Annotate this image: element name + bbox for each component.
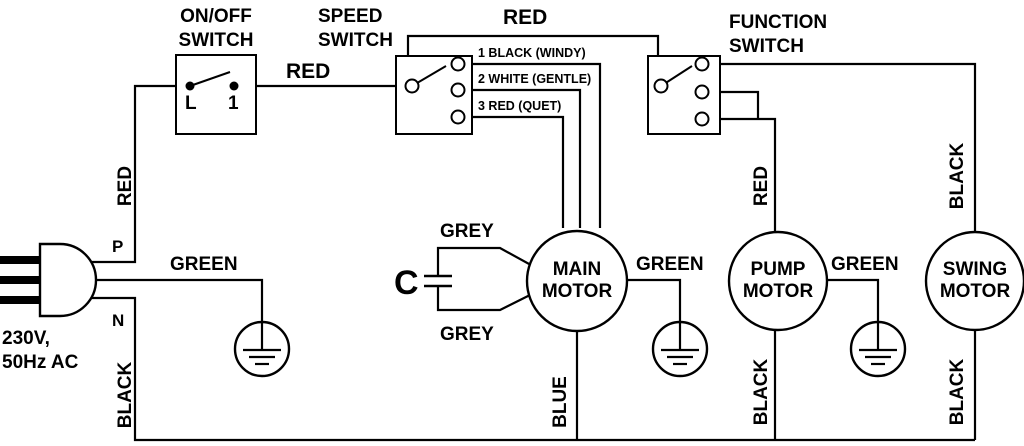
wire-label-black-swing-top: BLACK — [947, 142, 968, 209]
function-terminal-2 — [694, 84, 710, 100]
swing-motor — [924, 230, 1024, 332]
capacitor-wire-top-label: GREY — [440, 221, 494, 242]
function-title-line2: SWITCH — [729, 36, 804, 57]
wire-speed-1-black — [458, 62, 602, 228]
function-switch-box — [647, 55, 721, 135]
wire-green-pump-earth — [826, 278, 880, 322]
function-common-terminal — [653, 78, 669, 94]
main-motor — [525, 229, 629, 333]
speed-terminal-2 — [450, 82, 466, 98]
wire-speed-3-red — [458, 115, 565, 228]
speed-position-3: 3 RED (QUET) — [478, 99, 561, 113]
plug-prong-top — [0, 256, 40, 264]
supply-label-line2: 50Hz AC — [2, 352, 79, 373]
swing-motor-label-line2: MOTOR — [940, 281, 1011, 302]
speed-switch — [395, 55, 473, 135]
onoff-terminal-1 — [229, 81, 239, 91]
pump-motor-label-line1: PUMP — [751, 259, 806, 280]
wire-label-black-pump: BLACK — [751, 358, 772, 425]
speed-position-1: 1 BLACK (WINDY) — [478, 46, 586, 60]
capacitor — [424, 274, 452, 288]
wire-label-blue-main: BLUE — [550, 376, 571, 428]
speed-title-line2: SWITCH — [318, 30, 393, 51]
earth-symbol-plug — [233, 320, 291, 378]
function-switch — [647, 55, 721, 135]
wire-speed-2-white — [458, 88, 582, 228]
onoff-term-l-label: L — [185, 93, 197, 114]
wire-function-pump-red — [702, 117, 777, 234]
wire-label-green-pump: GREEN — [831, 254, 899, 275]
supply-label-line1: 230V, — [2, 328, 50, 349]
pump-motor — [727, 230, 829, 332]
swing-motor-label-line1: SWING — [943, 259, 1007, 280]
wire-label-red-top: RED — [503, 6, 547, 29]
power-plug — [0, 242, 98, 318]
wire-grey-cap-top — [436, 246, 541, 276]
capacitor-wire-bottom-label: GREY — [440, 324, 494, 345]
plug-prong-bottom — [0, 296, 40, 304]
wire-label-red-onoff-speed: RED — [286, 60, 330, 83]
wire-red-plug — [78, 84, 190, 264]
wire-label-black-swing-bottom: BLACK — [947, 358, 968, 425]
wire-black-return — [78, 296, 975, 442]
speed-terminal-3 — [450, 109, 466, 125]
pump-motor-label-line2: MOTOR — [743, 281, 814, 302]
speed-terminal-1 — [450, 56, 466, 72]
onoff-switch — [175, 54, 257, 135]
wire-label-green-plug: GREEN — [170, 254, 238, 275]
speed-position-2: 2 WHITE (GENTLE) — [478, 72, 591, 86]
wire-label-black-plug: BLACK — [115, 361, 136, 428]
wire-label-red-plug: RED — [115, 166, 136, 206]
plug-p-label: P — [112, 237, 123, 256]
wire-grey-cap-bottom — [436, 286, 541, 312]
onoff-title-line1: ON/OFF — [180, 6, 252, 27]
earth-symbol-main — [651, 320, 709, 378]
wire-label-green-main: GREEN — [636, 254, 704, 275]
plug-body — [38, 242, 98, 318]
main-motor-label-line2: MOTOR — [542, 281, 613, 302]
earth-symbol-pump — [849, 320, 907, 378]
onoff-title-line2: SWITCH — [179, 30, 254, 51]
onoff-term-1-label: 1 — [228, 93, 239, 114]
capacitor-label: C — [394, 264, 419, 302]
plug-prong-middle — [0, 276, 40, 284]
plug-n-label: N — [112, 311, 124, 330]
wire-green-plug-earth — [78, 278, 264, 322]
onoff-switch-lever — [189, 71, 231, 87]
onoff-switch-box — [175, 54, 257, 135]
speed-title-line1: SPEED — [318, 6, 382, 27]
function-title-line1: FUNCTION — [729, 12, 827, 33]
function-terminal-3 — [694, 111, 710, 127]
wire-function-swing — [702, 62, 977, 234]
function-terminal-1 — [694, 56, 710, 72]
wire-label-red-pump: RED — [751, 166, 772, 206]
main-motor-label-line1: MAIN — [553, 259, 602, 280]
wire-green-main-earth — [628, 278, 682, 322]
onoff-terminal-l — [185, 81, 195, 91]
speed-common-terminal — [404, 78, 420, 94]
